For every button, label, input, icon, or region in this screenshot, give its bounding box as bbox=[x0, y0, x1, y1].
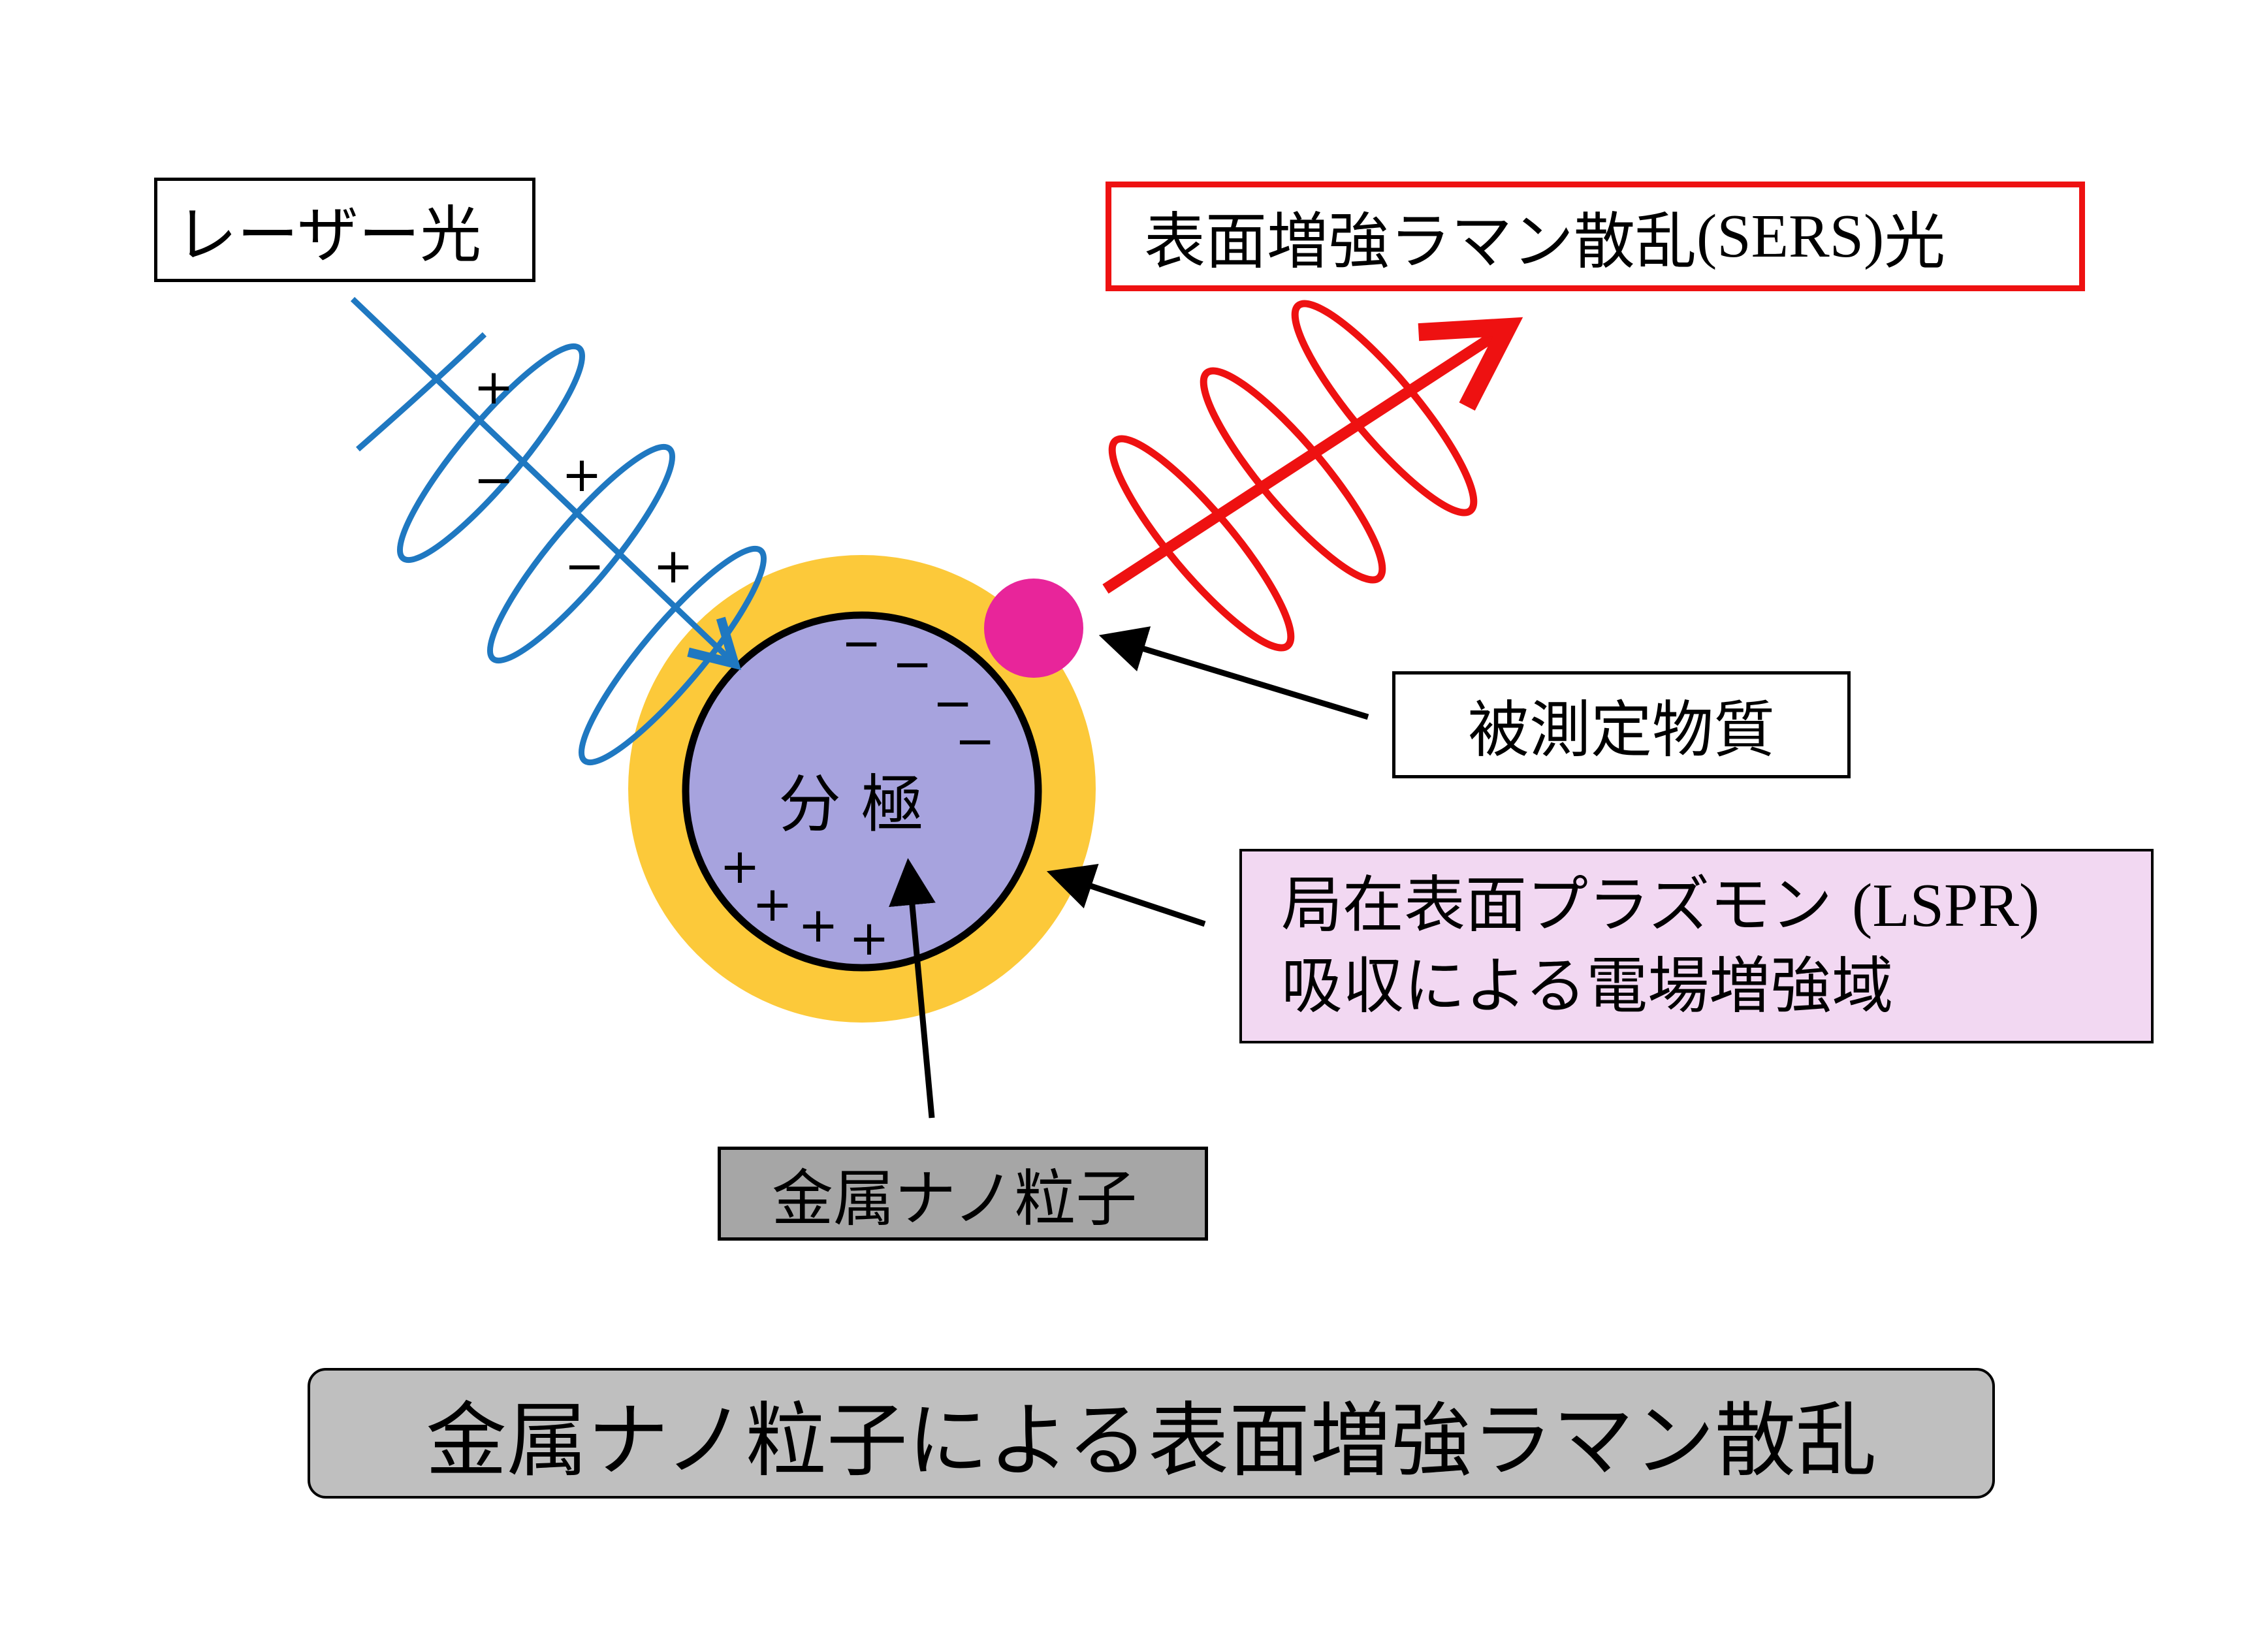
laser-ray-arrow bbox=[350, 296, 742, 671]
caption-text: 金属ナノ粒子による表面増強ラマン散乱 bbox=[425, 1394, 1877, 1488]
metal-nanoparticle-label-box: 金属ナノ粒子 bbox=[718, 1147, 1208, 1241]
sers-wave bbox=[1108, 300, 1478, 652]
laser-label: レーザー光 bbox=[176, 200, 482, 271]
particle-plus-charge: + bbox=[720, 838, 760, 895]
nanoparticle-pointer-arrow bbox=[889, 858, 936, 1119]
particle-minus-charge: − bbox=[841, 615, 882, 671]
lspr-label-line2: 吸収による電場増強域 bbox=[1281, 951, 1894, 1022]
particle-minus-charge: − bbox=[955, 713, 995, 769]
lspr-label-prefix: 局在表面プラズモン bbox=[1281, 870, 1853, 941]
analyte-molecule bbox=[984, 579, 1083, 678]
particle-minus-charge: − bbox=[932, 675, 973, 731]
sers-ray-arrow bbox=[1102, 317, 1523, 594]
sers-label-suffix: 光 bbox=[1884, 206, 1946, 278]
lspr-label-box: 局在表面プラズモン (LSPR) 吸収による電場増強域 bbox=[1239, 849, 2154, 1043]
analyte-label: 被測定物質 bbox=[1467, 695, 1775, 766]
laser-minus-charge: − bbox=[564, 538, 605, 594]
laser-label-box: レーザー光 bbox=[154, 178, 535, 282]
lspr-label-abbr: (LSPR) bbox=[1852, 872, 2040, 940]
sers-label-prefix: 表面増強ラマン散乱 bbox=[1144, 206, 1697, 278]
metal-nanoparticle-circle bbox=[682, 611, 1042, 972]
laser-wave bbox=[356, 332, 767, 766]
sers-label-box: 表面増強ラマン散乱 (SERS) 光 bbox=[1106, 182, 2085, 291]
laser-plus-charge: + bbox=[473, 359, 514, 415]
particle-minus-charge: − bbox=[892, 636, 932, 692]
polarization-label: 分 極 bbox=[778, 768, 924, 841]
laser-minus-charge: − bbox=[473, 452, 514, 508]
metal-nanoparticle-label: 金属ナノ粒子 bbox=[772, 1164, 1138, 1235]
particle-plus-charge: + bbox=[849, 910, 889, 966]
particle-plus-charge: + bbox=[798, 897, 838, 953]
analyte-pointer-arrow bbox=[1098, 626, 1369, 720]
caption-box: 金属ナノ粒子による表面増強ラマン散乱 bbox=[308, 1368, 1995, 1499]
analyte-label-box: 被測定物質 bbox=[1392, 671, 1851, 778]
lspr-pointer-arrow bbox=[1046, 863, 1206, 927]
lspr-label-line1: 局在表面プラズモン (LSPR) bbox=[1281, 865, 2039, 946]
laser-plus-charge: + bbox=[562, 447, 602, 503]
sers-label-abbr: (SERS) bbox=[1696, 202, 1885, 270]
particle-plus-charge: + bbox=[752, 876, 793, 932]
laser-plus-charge: + bbox=[653, 538, 693, 594]
